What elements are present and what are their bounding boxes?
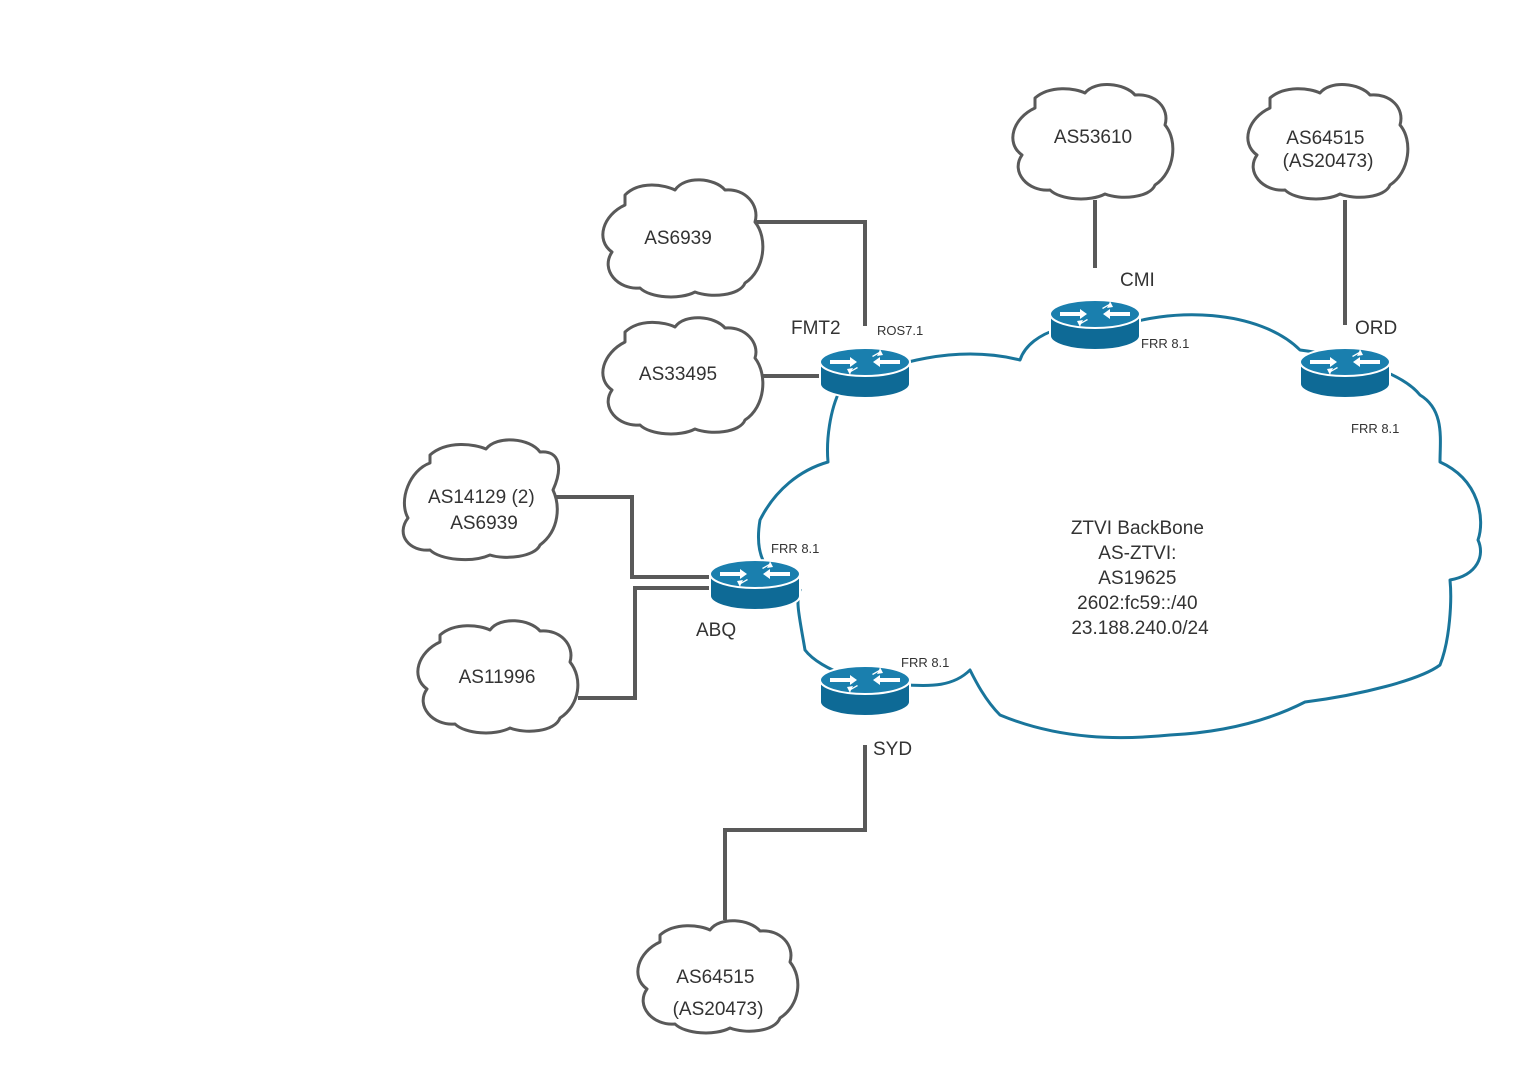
router-name-ord: ORD — [1355, 318, 1397, 339]
svg-text:AS6939: AS6939 — [644, 228, 712, 249]
external-network-as64515-syd: AS64515 (AS20473) — [636, 919, 800, 1035]
router-syd[interactable] — [819, 665, 911, 717]
svg-text:AS14129 (2) AS6939: AS14129 (2) AS6939 — [428, 487, 540, 534]
router-icon — [819, 347, 911, 399]
router-software-fmt2: ROS7.1 — [877, 323, 923, 338]
link-abq-as14129 — [552, 495, 712, 579]
router-ord[interactable] — [1299, 347, 1391, 399]
external-network-as33495: AS33495 — [601, 316, 765, 436]
backbone-ipv4-prefix: 23.188.240.0/24 — [1071, 618, 1209, 639]
external-network-label: AS11996 — [459, 667, 536, 688]
backbone-ipv6-prefix: 2602:fc59::/40 — [1077, 593, 1197, 614]
svg-text:AS11996: AS11996 — [459, 667, 536, 688]
router-name-cmi: CMI — [1120, 270, 1155, 291]
external-network-as64515-ord: AS64515 (AS20473) — [1246, 83, 1410, 201]
router-cmi[interactable] — [1049, 299, 1141, 351]
link-fmt2-as6939 — [755, 220, 867, 326]
external-network-label: AS6939 — [450, 513, 518, 534]
router-name-fmt2: FMT2 — [791, 318, 841, 339]
backbone-name: ZTVI BackBone — [1071, 518, 1204, 539]
router-software-cmi: FRR 8.1 — [1141, 336, 1189, 351]
backbone-asn: AS19625 — [1098, 568, 1176, 589]
external-network-label: AS14129 (2) — [428, 487, 535, 508]
link-abq-as11996 — [578, 586, 712, 700]
link-syd-as64515 — [723, 745, 867, 920]
external-network-label: AS64515 — [676, 967, 754, 988]
external-network-as14129: AS14129 (2) AS6939 — [401, 438, 561, 561]
backbone-cloud — [756, 313, 1483, 740]
backbone-label: ZTVI BackBone AS-ZTVI: AS19625 2602:fc59… — [1071, 518, 1209, 639]
external-network-label: (AS20473) — [673, 999, 764, 1020]
svg-text:AS33495: AS33495 — [639, 364, 717, 385]
external-network-label: AS53610 — [1054, 127, 1132, 148]
external-network-label: AS33495 — [639, 364, 717, 385]
external-network-as11996: AS11996 — [416, 619, 580, 735]
router-name-abq: ABQ — [696, 620, 736, 641]
external-network-as6939-fmt2: AS6939 — [601, 178, 765, 299]
router-icon — [819, 665, 911, 717]
router-icon — [709, 559, 801, 611]
backbone-as-set: AS-ZTVI: — [1098, 543, 1176, 564]
external-network-as53610: AS53610 — [1011, 83, 1175, 201]
router-software-abq: FRR 8.1 — [771, 541, 819, 556]
router-software-syd: FRR 8.1 — [901, 655, 949, 670]
svg-text:AS64515 (AS20473): AS64515 (AS20473) — [673, 967, 764, 1020]
router-software-ord: FRR 8.1 — [1351, 421, 1399, 436]
router-fmt2[interactable] — [819, 347, 911, 399]
external-network-label: (AS20473) — [1283, 151, 1374, 172]
router-icon — [1049, 299, 1141, 351]
router-icon — [1299, 347, 1391, 399]
external-network-label: AS6939 — [644, 228, 712, 249]
external-network-label: AS64515 — [1286, 128, 1364, 149]
svg-text:AS64515 (AS20473): AS64515 (AS20473) — [1283, 128, 1374, 172]
svg-text:AS53610: AS53610 — [1054, 127, 1132, 148]
router-name-syd: SYD — [873, 739, 912, 760]
router-abq[interactable] — [709, 559, 801, 611]
